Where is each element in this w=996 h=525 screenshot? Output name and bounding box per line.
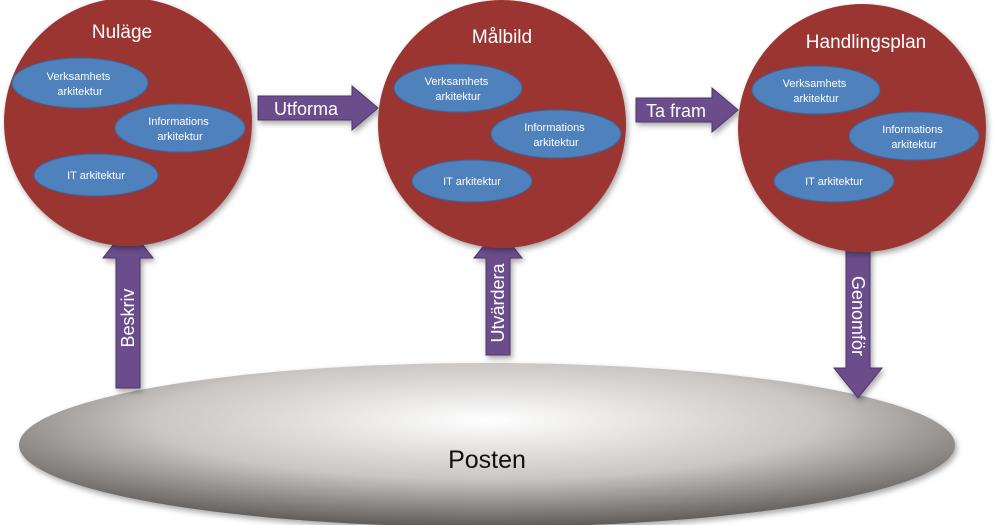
base-ellipse — [19, 363, 955, 525]
bubble-label: Verksamhets arkitektur — [47, 71, 114, 98]
bubble-label: IT arkitektur — [805, 176, 863, 188]
bubble-label: IT arkitektur — [67, 170, 125, 182]
bubble-informations: Informations arkitektur — [114, 103, 246, 153]
bubble-it: IT arkitektur — [33, 153, 159, 197]
bubble-informations: Informations arkitektur — [848, 111, 980, 161]
bubble-verksamhets: Verksamhets arkitektur — [11, 57, 149, 109]
stage-title: Målbild — [472, 27, 532, 48]
stage-malbild: Målbild Verksamhets arkitektur Informati… — [378, 0, 626, 248]
bubble-it: IT arkitektur — [773, 159, 895, 203]
base-posten: Posten — [19, 363, 955, 525]
stage-nulage: Nuläge Verksamhets arkitektur Informatio… — [4, 0, 252, 246]
bubble-informations: Informations arkitektur — [490, 109, 622, 159]
arrow-genomfor-label: Genomför — [848, 276, 868, 356]
bubble-shape — [393, 63, 523, 113]
bubble-label: Informations arkitektur — [882, 124, 946, 151]
bubble-shape — [411, 159, 533, 203]
bubble-verksamhets: Verksamhets arkitektur — [751, 65, 881, 115]
arrow-beskriv-label: Beskriv — [118, 288, 138, 347]
arrow-utvardera: Utvärdera — [472, 227, 524, 356]
bubble-label: Informations arkitektur — [524, 122, 588, 149]
stage-title: Handlingsplan — [806, 32, 926, 53]
arrow-utvardera-label: Utvärdera — [488, 262, 508, 342]
bubble-shape — [33, 153, 159, 197]
bubble-shape — [848, 111, 980, 161]
base-label: Posten — [448, 446, 526, 474]
bubble-shape — [490, 109, 622, 159]
arrow-ta-fram-shape — [635, 86, 739, 134]
bubble-shape — [773, 159, 895, 203]
arrow-ta-fram: Ta fram — [635, 86, 739, 134]
arrow-utforma-label: Utforma — [274, 99, 339, 119]
bubble-label: Verksamhets arkitektur — [425, 76, 492, 103]
arrow-ta-fram-label: Ta fram — [646, 101, 706, 121]
arrow-utforma: Utforma — [257, 84, 379, 132]
arrow-genomfor-shape — [832, 243, 884, 399]
bubble-it: IT arkitektur — [411, 159, 533, 203]
arrow-genomfor: Genomför — [832, 243, 884, 399]
bubble-label: IT arkitektur — [443, 176, 501, 188]
bubble-shape — [11, 57, 149, 109]
bubble-verksamhets: Verksamhets arkitektur — [393, 63, 523, 113]
arrow-utforma-shape — [257, 84, 379, 132]
stage-handlingsplan: Handlingsplan Verksamhets arkitektur Inf… — [738, 4, 986, 252]
stage-title: Nuläge — [92, 22, 152, 43]
bubble-shape — [114, 103, 246, 153]
bubble-shape — [751, 65, 881, 115]
arrow-beskriv: Beskriv — [101, 225, 155, 389]
bubble-label: Informations arkitektur — [148, 116, 212, 143]
bubble-label: Verksamhets arkitektur — [783, 78, 850, 105]
